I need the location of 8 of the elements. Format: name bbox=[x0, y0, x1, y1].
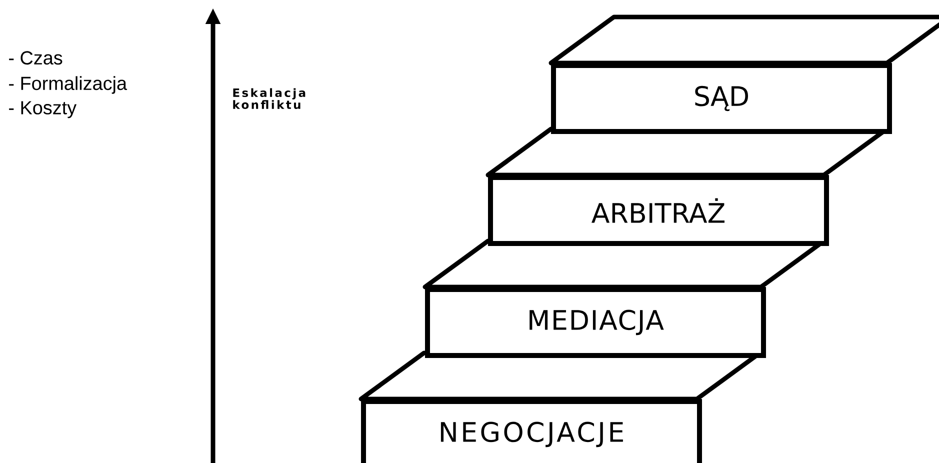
list-item: - Formalizacja bbox=[9, 76, 128, 94]
stair-step-box: SĄD bbox=[551, 62, 892, 134]
stair-step-box: MEDIACJA bbox=[425, 286, 766, 358]
list-item: - Czas bbox=[9, 51, 62, 65]
list-item: - Koszty bbox=[9, 101, 77, 118]
axis-label: Eskalacja konfliktu bbox=[233, 88, 306, 109]
stair-step-box: ARBITRAŻ bbox=[488, 174, 829, 246]
stair-step-box: NEGOCJACJE bbox=[361, 398, 702, 463]
